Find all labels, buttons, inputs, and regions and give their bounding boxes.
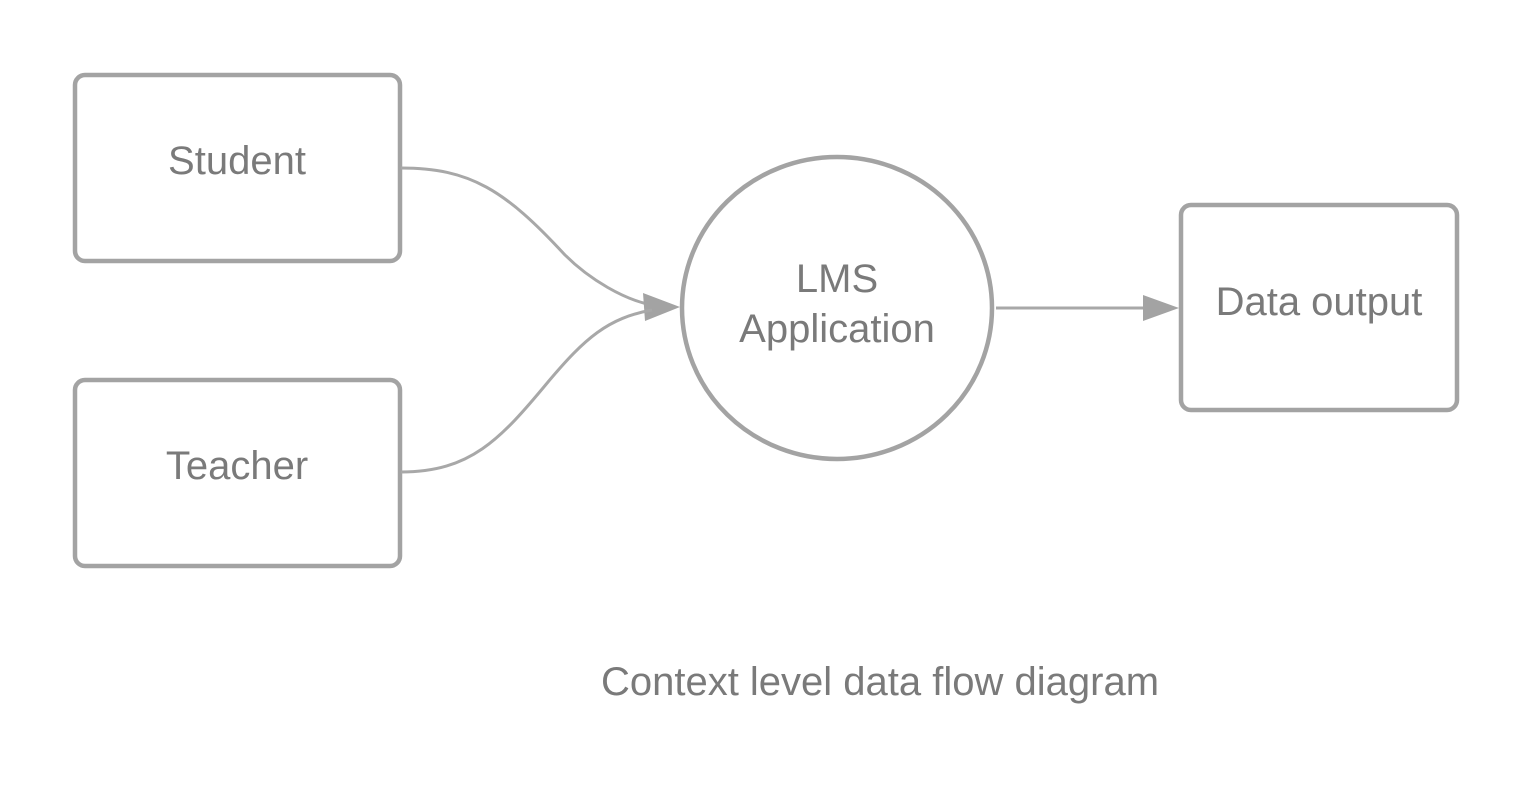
student-entity-box <box>72 72 403 264</box>
diagram-caption: Context level data flow diagram <box>601 660 1159 704</box>
data-output-entity-box <box>1178 202 1460 413</box>
lms-process[interactable]: LMS Application <box>679 154 995 462</box>
lms-process-label-line1: LMS <box>796 257 878 301</box>
teacher-entity-box <box>72 377 403 569</box>
flow-student-to-lms-arrowhead <box>643 293 680 321</box>
flow-teacher-to-lms-line <box>400 308 653 474</box>
flow-lms-to-output-arrowhead <box>1143 295 1179 321</box>
student-entity[interactable]: Student <box>72 72 403 264</box>
lms-process-label-line2: Application <box>739 307 935 351</box>
lms-process-circle <box>679 154 995 462</box>
teacher-entity[interactable]: Teacher <box>72 377 403 569</box>
student-entity-label: Student <box>168 139 306 183</box>
flow-student-to-lms-line <box>400 166 653 307</box>
flow-student-to-lms <box>400 166 680 321</box>
flow-teacher-to-lms <box>400 308 653 474</box>
data-output-entity[interactable]: Data output <box>1178 202 1460 413</box>
flow-lms-to-output <box>996 295 1179 321</box>
data-output-entity-label: Data output <box>1216 280 1423 324</box>
teacher-entity-label: Teacher <box>166 444 308 488</box>
